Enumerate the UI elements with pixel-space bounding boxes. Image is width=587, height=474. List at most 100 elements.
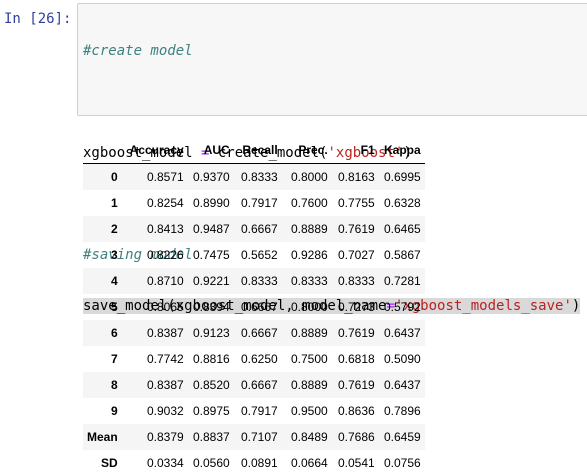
table-cell: 0.0541 (337, 456, 375, 470)
table-cell: 0.8975 (192, 404, 230, 418)
table-cell: 0.0664 (290, 456, 328, 470)
table-cell: 0.8837 (192, 430, 230, 444)
row-index: Mean (87, 430, 118, 444)
row-index: 4 (111, 274, 118, 288)
column-header (83, 137, 124, 164)
row-index: 8 (111, 378, 118, 392)
table-row: 8 0.8387 0.8520 0.6667 0.8889 0.7619 0.6437 (83, 372, 425, 398)
table-cell: 0.6667 (240, 300, 278, 314)
table-cell: 0.8413 (146, 222, 184, 236)
column-header: AUC (187, 137, 234, 164)
row-index: 2 (111, 222, 118, 236)
row-index: SD (101, 456, 118, 470)
table-cell: 0.5652 (240, 248, 278, 262)
table-cell: 0.8889 (290, 222, 328, 236)
table-cell: 0.9487 (192, 222, 230, 236)
table-cell: 0.8990 (192, 196, 230, 210)
table-cell: 0.9032 (146, 404, 184, 418)
table-cell: 0.8889 (290, 326, 328, 340)
column-header: F1 (331, 137, 379, 164)
table-row: 6 0.8387 0.9123 0.6667 0.8889 0.7619 0.6437 (83, 320, 425, 346)
table-cell: 0.8000 (290, 170, 328, 184)
table-cell: 0.7600 (290, 196, 328, 210)
table-cell: 0.6328 (383, 196, 421, 210)
table-cell: 0.8387 (146, 378, 184, 392)
table-cell: 0.7917 (240, 196, 278, 210)
table-cell: 0.5090 (383, 352, 421, 366)
table-cell: 0.0756 (383, 456, 421, 470)
table-cell: 0.8333 (240, 274, 278, 288)
table-cell: 0.8333 (290, 274, 328, 288)
code-line-1: #create model (83, 43, 580, 60)
table-cell: 0.9286 (290, 248, 328, 262)
table-row: SD 0.0334 0.0560 0.0891 0.0664 0.0541 0.0756 (83, 450, 425, 474)
code-string: 'xgboost_models_save' (394, 298, 572, 314)
table-cell: 0.6667 (240, 222, 278, 236)
code-paren: ) (571, 298, 581, 314)
table-cell: 0.9500 (290, 404, 328, 418)
table-cell: 0.8571 (146, 170, 184, 184)
code-operator: = (386, 298, 395, 314)
table-cell: 0.8710 (146, 274, 184, 288)
table-cell: 0.7619 (337, 326, 375, 340)
table-cell: 0.6437 (383, 326, 421, 340)
table-cell: 0.6667 (240, 378, 278, 392)
table-cell: 0.6667 (240, 326, 278, 340)
table-cell: 0.8333 (240, 170, 278, 184)
table-cell: 0.9370 (192, 170, 230, 184)
table-cell: 0.8000 (290, 300, 328, 314)
column-header: Kappa (378, 137, 425, 164)
table-cell: 0.6250 (240, 352, 278, 366)
table-cell: 0.6818 (337, 352, 375, 366)
table-cell: 0.0891 (240, 456, 278, 470)
table-cell: 0.9123 (192, 326, 230, 340)
table-cell: 0.6995 (383, 170, 421, 184)
row-index: 9 (111, 404, 118, 418)
table-cell: 0.5792 (383, 300, 421, 314)
table-cell: 0.0334 (146, 456, 184, 470)
row-index: 3 (111, 248, 118, 262)
table-cell: 0.8520 (192, 378, 230, 392)
table-row: 2 0.8413 0.9487 0.6667 0.8889 0.7619 0.6465 (83, 216, 425, 242)
column-header: Recall (233, 137, 282, 164)
column-header: Accuracy (123, 137, 188, 164)
table-cell: 0.8254 (146, 196, 184, 210)
code-line-6: save_model(xgboost_model, model_name='xg… (83, 298, 581, 315)
column-header: Prec. (281, 137, 332, 164)
table-cell: 0.9221 (192, 274, 230, 288)
table-cell: 0.8065 (146, 300, 184, 314)
table-row: 1 0.8254 0.8990 0.7917 0.7600 0.7755 0.6328 (83, 190, 425, 216)
table-cell: 0.7273 (337, 300, 375, 314)
table-cell: 0.7027 (337, 248, 375, 262)
table-cell: 0.7619 (337, 378, 375, 392)
table-cell: 0.6465 (383, 222, 421, 236)
table-cell: 0.7896 (383, 404, 421, 418)
table-cell: 0.7475 (192, 248, 230, 262)
table-cell: 0.8387 (146, 326, 184, 340)
table-cell: 0.6437 (383, 378, 421, 392)
row-index: 6 (111, 326, 118, 340)
table-cell: 0.8889 (290, 378, 328, 392)
table-row: 9 0.9032 0.8975 0.7917 0.9500 0.8636 0.7896 (83, 398, 425, 424)
code-comment: #saving model (83, 247, 193, 263)
code-editor[interactable]: #create model xgboost_model = create_mod… (77, 3, 587, 314)
input-prompt: In [26]: (4, 11, 72, 27)
table-cell: 0.8636 (337, 404, 375, 418)
table-cell: 0.7755 (337, 196, 375, 210)
code-line-2 (83, 94, 580, 111)
row-index: 5 (111, 300, 118, 314)
table-cell: 0.7917 (240, 404, 278, 418)
code-call: save_model(xgboost_model, model_name (83, 298, 387, 314)
table-cell: 0.0560 (192, 456, 230, 470)
row-index: 0 (111, 170, 118, 184)
row-index: 1 (111, 196, 118, 210)
table-cell: 0.8816 (192, 352, 230, 366)
table-cell: 0.7619 (337, 222, 375, 236)
row-index: 7 (111, 352, 118, 366)
